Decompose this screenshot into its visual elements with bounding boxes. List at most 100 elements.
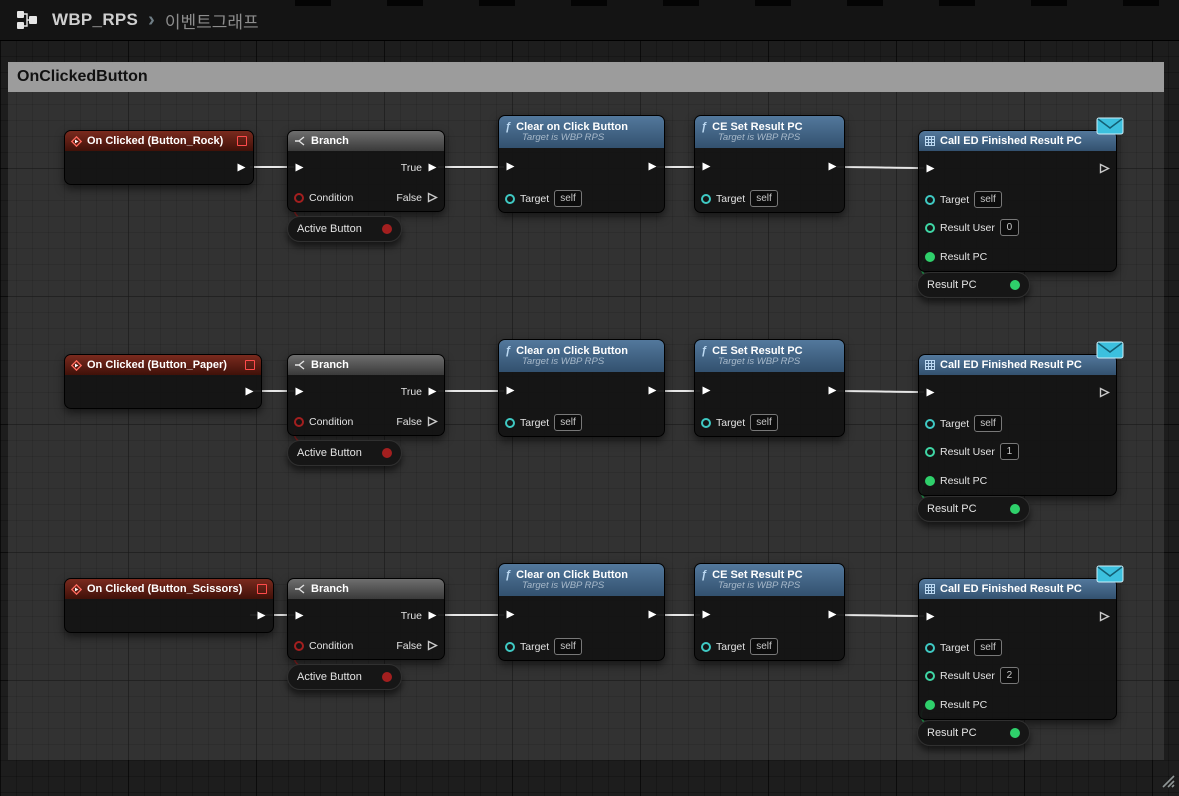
window-resize-grip[interactable] [1157, 772, 1175, 793]
event-node-on-clicked[interactable]: On Clicked (Button_Paper) [64, 354, 262, 409]
function-icon: ƒ [505, 121, 512, 133]
target-pin[interactable] [701, 641, 711, 652]
result-pc-output-pin[interactable] [1010, 280, 1020, 290]
exec-in-pin[interactable] [294, 610, 305, 621]
exec-out-pin[interactable] [647, 385, 658, 396]
exec-false-pin[interactable] [427, 416, 438, 427]
variable-get-active-button[interactable]: Active Button [287, 440, 402, 466]
target-self-value[interactable]: self [974, 639, 1002, 656]
exec-in-pin[interactable] [925, 387, 936, 398]
exec-in-pin[interactable] [925, 611, 936, 622]
result-pc-output-pin[interactable] [1010, 504, 1020, 514]
exec-in-pin[interactable] [505, 161, 516, 172]
exec-true-pin[interactable] [427, 610, 438, 621]
exec-in-pin[interactable] [701, 161, 712, 172]
function-icon: ƒ [701, 121, 708, 133]
variable-get-active-button[interactable]: Active Button [287, 216, 402, 242]
exec-in-pin[interactable] [294, 386, 305, 397]
exec-true-pin[interactable] [427, 386, 438, 397]
active-button-output-pin[interactable] [382, 224, 392, 234]
target-self-value[interactable]: self [750, 414, 778, 431]
exec-false-pin[interactable] [427, 192, 438, 203]
breadcrumb-event-graph[interactable]: 이벤트그래프 [164, 12, 259, 32]
delegate-pin[interactable] [257, 584, 267, 594]
breadcrumb-separator-icon: › [148, 8, 155, 31]
result-pc-input-pin[interactable] [925, 699, 935, 710]
exec-out-pin[interactable] [256, 610, 267, 621]
target-self-value[interactable]: self [974, 191, 1002, 208]
exec-out-pin[interactable] [1099, 611, 1110, 622]
target-self-value[interactable]: self [750, 190, 778, 207]
condition-pin[interactable] [294, 640, 304, 651]
variable-get-result-pc[interactable]: Result PC [917, 272, 1030, 298]
target-self-value[interactable]: self [750, 638, 778, 655]
target-pin[interactable] [925, 642, 935, 653]
exec-in-pin[interactable] [701, 609, 712, 620]
active-button-output-pin[interactable] [382, 448, 392, 458]
event-node-on-clicked[interactable]: On Clicked (Button_Rock) [64, 130, 254, 185]
exec-out-pin[interactable] [827, 161, 838, 172]
branch-node-title: Branch [311, 583, 349, 595]
exec-in-pin[interactable] [925, 163, 936, 174]
exec-in-pin[interactable] [505, 385, 516, 396]
active-button-output-pin[interactable] [382, 672, 392, 682]
result-pc-input-pin[interactable] [925, 251, 935, 262]
result-user-value[interactable]: 0 [999, 219, 1019, 236]
comment-box-header[interactable]: OnClickedButton [8, 62, 1164, 92]
result-user-pin[interactable] [925, 222, 935, 233]
exec-out-pin[interactable] [647, 609, 658, 620]
target-pin[interactable] [505, 193, 515, 204]
exec-out-pin[interactable] [244, 386, 255, 397]
exec-in-pin[interactable] [505, 609, 516, 620]
event-node-on-clicked[interactable]: On Clicked (Button_Scissors) [64, 578, 274, 633]
condition-pin[interactable] [294, 192, 304, 203]
variable-get-result-pc[interactable]: Result PC [917, 720, 1030, 746]
exec-out-pin[interactable] [647, 161, 658, 172]
target-self-value[interactable]: self [974, 415, 1002, 432]
result-pc-input-pin[interactable] [925, 475, 935, 486]
target-self-value[interactable]: self [554, 414, 582, 431]
exec-out-pin[interactable] [827, 385, 838, 396]
exec-in-pin[interactable] [294, 162, 305, 173]
condition-pin-label: Condition [309, 415, 354, 428]
result-user-pin[interactable] [925, 670, 935, 681]
variable-get-result-pc[interactable]: Result PC [917, 496, 1030, 522]
result-user-pin[interactable] [925, 446, 935, 457]
target-self-value[interactable]: self [554, 638, 582, 655]
dispatcher-node-title: Call ED Finished Result PC [940, 135, 1082, 147]
branch-node[interactable]: Branch True Condition False [287, 578, 445, 660]
exec-true-pin[interactable] [427, 162, 438, 173]
target-pin[interactable] [701, 417, 711, 428]
exec-out-pin[interactable] [236, 162, 247, 173]
exec-out-pin[interactable] [827, 609, 838, 620]
delegate-pin[interactable] [237, 136, 247, 146]
result-user-value[interactable]: 2 [999, 667, 1019, 684]
result-user-value[interactable]: 1 [999, 443, 1019, 460]
exec-false-pin[interactable] [427, 640, 438, 651]
exec-out-pin[interactable] [1099, 387, 1110, 398]
result-pc-output-pin[interactable] [1010, 728, 1020, 738]
target-pin[interactable] [701, 193, 711, 204]
target-pin[interactable] [505, 417, 515, 428]
target-pin[interactable] [505, 641, 515, 652]
condition-pin[interactable] [294, 416, 304, 427]
branch-node[interactable]: Branch True Condition False [287, 130, 445, 212]
branch-node[interactable]: Branch True Condition False [287, 354, 445, 436]
target-pin[interactable] [925, 194, 935, 205]
target-self-value[interactable]: self [554, 190, 582, 207]
target-pin[interactable] [925, 418, 935, 429]
exec-out-pin[interactable] [1099, 163, 1110, 174]
variable-get-active-button[interactable]: Active Button [287, 664, 402, 690]
breadcrumb-blueprint-name[interactable]: WBP_RPS [52, 10, 139, 29]
exec-in-pin[interactable] [701, 385, 712, 396]
delegate-pin[interactable] [245, 360, 255, 370]
